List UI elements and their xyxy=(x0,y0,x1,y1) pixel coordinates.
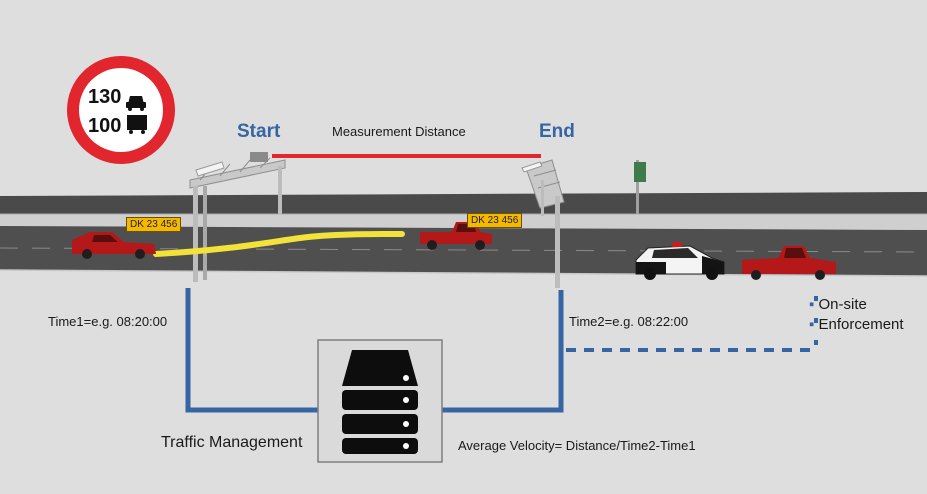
onsite-line2: ▪ Enforcement xyxy=(809,316,904,333)
vehicle-path xyxy=(153,231,405,257)
start-label: Start xyxy=(237,121,281,142)
speed-limit-sign xyxy=(67,56,175,164)
time2-label: Time2=e.g. 08:22:00 xyxy=(569,314,689,329)
truck-speed-limit: 100 xyxy=(88,115,122,137)
car-speed-limit: 130 xyxy=(88,86,122,108)
connector-start xyxy=(185,288,318,413)
connector-end xyxy=(442,290,564,413)
car-first xyxy=(72,232,156,259)
plate-first: DK 23 456 xyxy=(126,217,182,232)
end-label: End xyxy=(539,121,575,142)
measurement-distance-label: Measurement Distance xyxy=(332,124,466,139)
onsite-label: ▪ On-site ▪ Enforcement xyxy=(809,296,904,333)
traffic-management-label: Traffic Management xyxy=(161,434,303,451)
far-road xyxy=(0,192,927,214)
time1-label: Time1=e.g. 08:20:00 xyxy=(48,314,168,329)
average-velocity-label: Average Velocity= Distance/Time2-Time1 xyxy=(458,438,696,453)
police-car-icon xyxy=(635,242,725,280)
start-gantry xyxy=(189,152,286,282)
car-icon xyxy=(126,96,146,111)
server-icon xyxy=(342,350,418,454)
onsite-line1: ▪ On-site xyxy=(809,296,867,313)
plate-second: DK 23 456 xyxy=(467,213,523,228)
truck-icon xyxy=(127,115,147,134)
distant-sign xyxy=(634,160,646,214)
end-gantry xyxy=(521,159,565,288)
car-pulled-over xyxy=(742,246,836,280)
